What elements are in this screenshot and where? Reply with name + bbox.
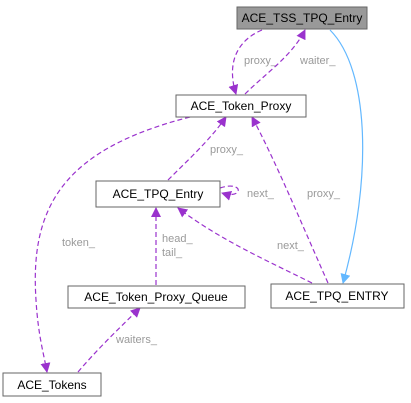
node-ace-tpq-entry-typedef[interactable]: ACE_TPQ_ENTRY	[270, 283, 405, 309]
edge-label-waiters: waiters_	[115, 334, 158, 346]
edge-waiter-to-tss	[244, 29, 306, 95]
node-ace-token-proxy-queue[interactable]: ACE_Token_Proxy_Queue	[67, 285, 246, 309]
edge-waiters-to-tokens	[77, 307, 141, 373]
edge-label-tail: tail_	[162, 247, 183, 259]
edge-next-self-loop	[219, 185, 239, 201]
edge-proxy-to-tss	[228, 29, 263, 95]
node-label-tokens: ACE_Tokens	[17, 378, 86, 392]
edge-token-to-tokens	[34, 116, 191, 373]
edge-label-proxy-tss: proxy_	[244, 55, 278, 67]
edge-proxy-to-tpq-entry	[167, 116, 227, 181]
node-ace-tss-tpq-entry[interactable]: ACE_TSS_TPQ_Entry	[236, 6, 368, 30]
node-ace-token-proxy[interactable]: ACE_Token_Proxy	[175, 94, 307, 118]
edge-label-proxy-typedef: proxy_	[307, 188, 341, 200]
node-ace-tpq-entry[interactable]: ACE_TPQ_Entry	[95, 180, 221, 208]
edge-label-waiter-tss: waiter_	[299, 55, 336, 67]
node-ace-tokens[interactable]: ACE_Tokens	[2, 372, 102, 397]
edge-label-head: head_	[162, 233, 193, 245]
edge-proxy-to-typedef	[251, 116, 329, 284]
edge-inherit-typedef	[329, 29, 364, 284]
node-label-tss: ACE_TSS_TPQ_Entry	[242, 11, 363, 25]
node-label-token-proxy-queue: ACE_Token_Proxy_Queue	[84, 290, 228, 304]
node-label-tpq-entry: ACE_TPQ_Entry	[113, 187, 204, 201]
edge-next-to-typedef	[177, 207, 313, 284]
edge-label-proxy-tpq: proxy_	[210, 144, 244, 156]
edge-label-next-typedef: next_	[277, 240, 305, 252]
edges: proxy_ waiter_ proxy_ next_ token_ head_…	[34, 29, 364, 373]
node-label-tpq-entry-typedef: ACE_TPQ_ENTRY	[285, 289, 388, 303]
edge-label-token: token_	[62, 237, 96, 249]
edge-label-next-self: next_	[247, 188, 275, 200]
node-label-token-proxy: ACE_Token_Proxy	[191, 99, 292, 113]
